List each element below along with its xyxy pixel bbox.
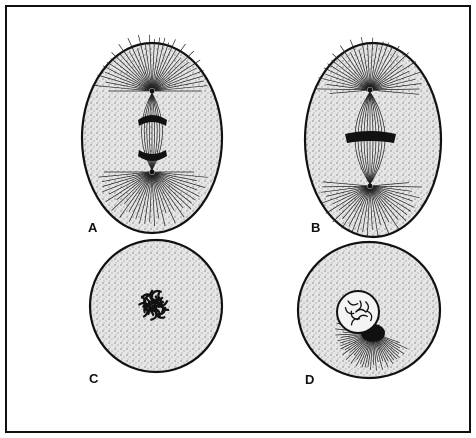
centrosome-bottom-b	[368, 184, 373, 189]
panel-label-c: C	[89, 371, 99, 386]
nucleus-d	[337, 291, 379, 333]
centrosome-top-a	[150, 89, 155, 94]
centrosome-top-b	[368, 88, 373, 93]
cell-c	[90, 240, 222, 372]
panel-label-a: A	[88, 220, 98, 235]
panel-label-b: B	[311, 220, 320, 235]
panel-label-d: D	[305, 372, 314, 387]
cell-d	[298, 242, 440, 378]
centrosome-bottom-a	[150, 170, 155, 175]
